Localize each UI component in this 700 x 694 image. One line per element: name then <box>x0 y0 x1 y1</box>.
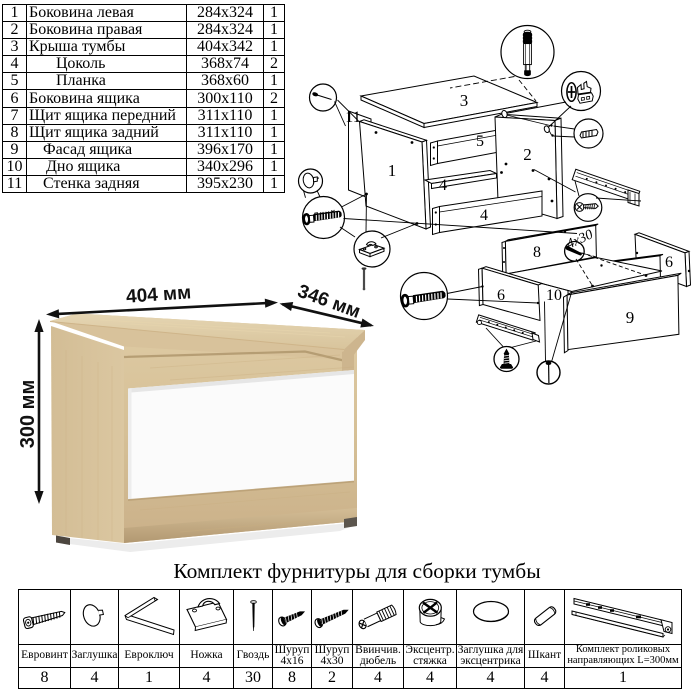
svg-text:2: 2 <box>523 145 532 164</box>
svg-text:9: 9 <box>626 308 635 327</box>
svg-text:10: 10 <box>546 287 562 304</box>
svg-text:300 мм: 300 мм <box>17 380 39 449</box>
svg-text:5: 5 <box>476 133 484 150</box>
svg-text:8: 8 <box>533 244 541 261</box>
svg-text:4: 4 <box>439 177 447 194</box>
svg-text:3: 3 <box>460 91 469 110</box>
svg-text:4: 4 <box>480 207 488 224</box>
svg-text:6: 6 <box>497 287 505 304</box>
svg-text:11: 11 <box>345 109 360 126</box>
svg-text:1: 1 <box>388 161 397 180</box>
svg-text:404 мм: 404 мм <box>125 282 191 307</box>
svg-text:6: 6 <box>665 254 673 271</box>
